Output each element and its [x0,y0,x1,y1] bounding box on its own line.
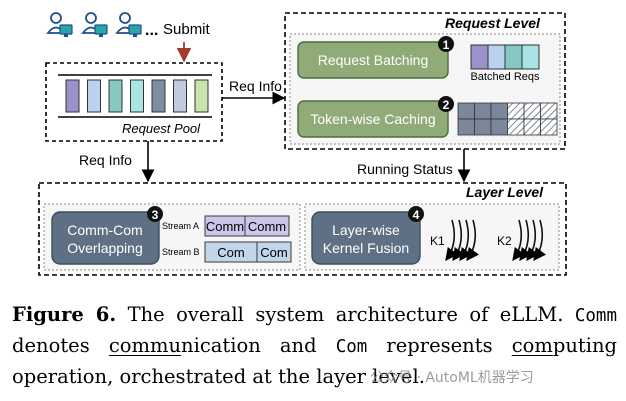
batched-req-block [504,44,523,70]
layer-level-box [38,182,567,276]
request-pool-slots [65,79,209,113]
user-icon [81,12,108,37]
step-3-badge [147,206,163,222]
figure-label: Figure 6. [12,303,117,326]
k2-kernel-arrows [512,219,547,262]
cache-cell [474,118,492,136]
kernel-arrow [466,219,480,262]
batched-reqs-blocks [470,44,540,70]
req-info-right-label: Req Info [229,78,282,94]
request-level-box [284,12,566,150]
caption-text: The overall system architecture of eLLM. [116,303,575,326]
stream-b-label: Stream B [162,247,200,257]
layer-level-title: Layer Level [466,184,544,200]
kernel-arrow [459,219,473,262]
cache-cell [507,102,525,120]
pool-request-slot [65,79,80,113]
stream-b-cell-label: Com [260,245,287,260]
cache-cell [457,102,475,120]
cache-cell [540,102,558,120]
overlap-label-line2: Overlapping [67,240,143,256]
comm-com-overlapping-box [51,211,160,265]
pool-request-slot [151,79,166,113]
stream-b-cell [256,241,292,263]
k2-label: K2 [497,234,512,248]
cache-cell [490,118,508,136]
pool-request-slot [173,79,187,113]
pool-request-slot [194,79,209,113]
kernel-fusion-box [311,211,421,265]
stream-a-cell [244,215,290,237]
request-pool-title: Request Pool [122,121,201,136]
user-icon [115,12,142,37]
cache-cell [523,118,541,136]
request-batching-label: Request Batching [318,52,429,68]
caption-underline: commu [108,334,182,357]
kv-cache-grid [457,102,558,136]
fusion-label-line1: Layer-wise [332,222,400,238]
request-batching-box [297,41,449,79]
kernel-arrow [519,219,533,262]
stream-b-cell-label: Com [217,245,244,260]
step-3-number: 3 [152,208,159,222]
step-2-badge [438,96,454,112]
cache-cell [523,102,541,120]
batched-req-block [487,44,506,70]
overlap-label-line1: Comm-Com [67,222,142,238]
cache-cell [507,118,525,136]
kernel-arrow [445,219,459,262]
step-2-number: 2 [443,98,450,112]
stream-a-label: Stream A [162,221,199,231]
caption-text: denotes [12,334,109,357]
batched-reqs-caption: Batched Reqs [470,71,540,83]
cache-cell [490,102,508,120]
submit-label: Submit [163,21,211,38]
user-icon [46,12,73,37]
token-caching-label: Token-wise Caching [310,111,435,127]
step-1-number: 1 [443,38,450,52]
cache-cell [457,118,475,136]
step-4-number: 4 [413,208,420,222]
caption-text: nication and [181,334,336,357]
running-status-label: Running Status [357,161,453,177]
step-1-badge [438,36,454,52]
req-info-down-label: Req Info [79,152,132,168]
kernel-arrow [526,219,540,262]
caption-underline: com [511,334,553,357]
caption-text: represents [367,334,512,357]
architecture-diagram: ... Submit Request Pool Req Info Req Inf… [38,12,567,276]
figure-caption: Figure 6. The overall system architectur… [12,300,617,391]
request-level-title: Request Level [445,15,541,31]
kernel-arrow [533,219,547,262]
cache-cell [474,102,492,120]
batched-req-block [521,44,540,70]
stream-a-cell-label: Comm [206,219,244,234]
caption-text: puting operation, orchestrated at the la… [12,334,618,388]
caption-code-comm: Comm [574,306,618,326]
kernel-arrow [452,219,466,262]
request-pool-box [45,62,223,142]
step-4-badge [408,206,424,222]
token-caching-box [297,100,449,138]
k1-label: K1 [430,234,445,248]
pool-request-slot [130,79,144,113]
caption-code-com: Com [335,337,368,357]
batched-req-block [470,44,489,70]
k1-kernel-arrows [445,219,480,262]
stream-a-cell-label: Comm [248,219,286,234]
fusion-label-line2: Kernel Fusion [323,240,409,256]
kernel-arrow [512,219,526,262]
pool-request-slot [87,79,101,113]
pool-request-slot [108,79,123,113]
watermark: 公众号 · AutoML机器学习 [370,370,534,386]
cache-cell [540,118,558,136]
ellipsis: ... [145,22,158,39]
